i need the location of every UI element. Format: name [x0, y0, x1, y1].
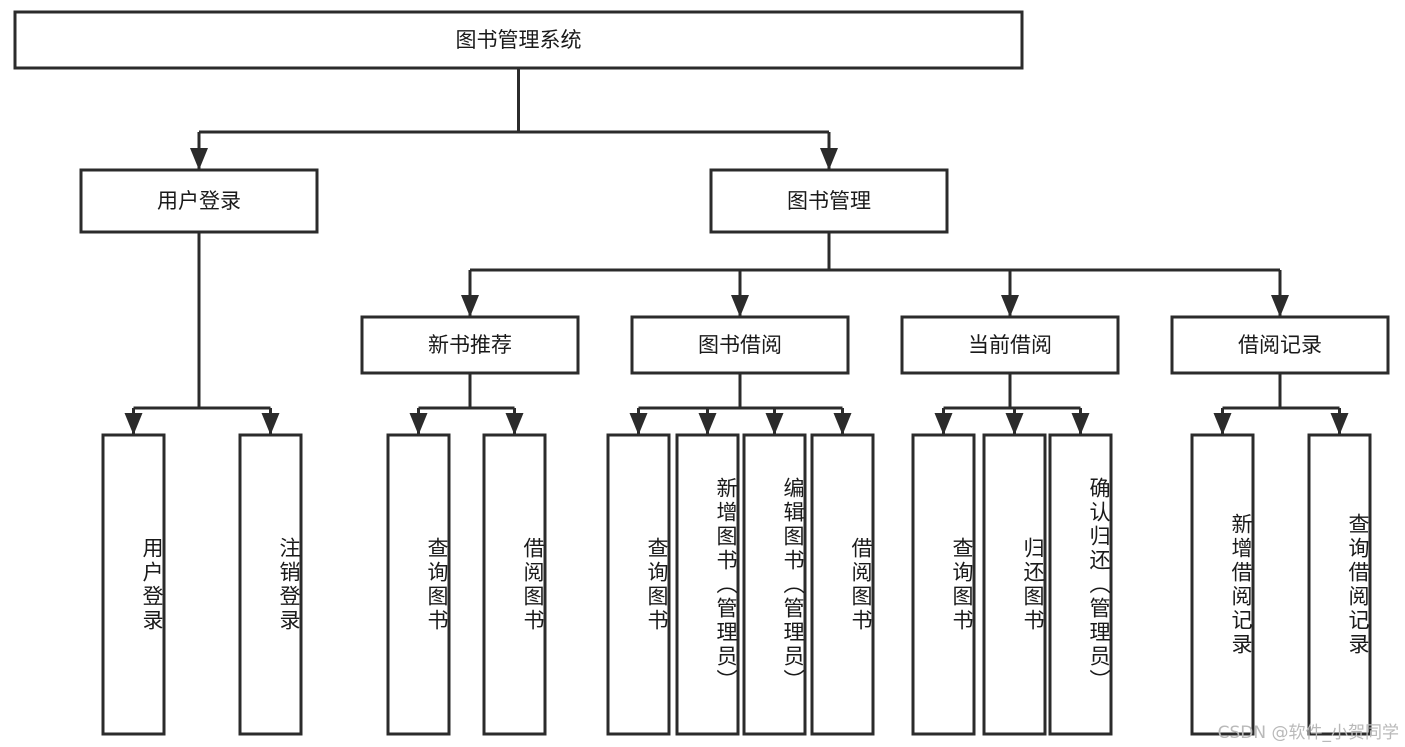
arrow-head-icon-user-login	[190, 148, 208, 170]
node-box-leaf-borrow-book-2[interactable]	[810, 433, 875, 736]
arrow-head-icon-leaf-query-record	[1330, 413, 1349, 435]
arrow-head-icon-leaf-user-login	[124, 413, 143, 435]
arrow-head-icon-leaf-logout	[261, 413, 280, 435]
arrow-head-icon-leaf-add-book	[698, 413, 717, 435]
node-box-user-login[interactable]	[79, 168, 319, 234]
arrow-head-icon-leaf-borrow-book-1	[505, 413, 524, 435]
arrow-head-icon-leaf-edit-book	[765, 413, 784, 435]
node-box-leaf-query-book-3[interactable]	[911, 433, 976, 736]
arrow-head-icon-new-book-recommend	[461, 295, 479, 317]
node-label-borrow-record: 借阅记录	[1238, 333, 1322, 357]
node-box-leaf-query-book-1[interactable]	[386, 433, 451, 736]
arrow-head-icon-book-manage	[820, 148, 838, 170]
node-box-leaf-edit-book[interactable]	[742, 433, 807, 736]
node-box-book-borrow[interactable]	[630, 315, 850, 375]
watermark: CSDN @软件_小贺同学	[1217, 723, 1399, 743]
node-box-leaf-query-record[interactable]	[1307, 433, 1372, 736]
connectors-layer	[124, 68, 1349, 435]
arrow-head-icon-book-borrow	[731, 295, 749, 317]
node-box-current-borrow[interactable]	[900, 315, 1120, 375]
node-box-leaf-logout[interactable]	[238, 433, 303, 736]
arrow-head-icon-leaf-query-book-3	[934, 413, 953, 435]
node-label-current-borrow: 当前借阅	[968, 333, 1052, 357]
node-label-book-borrow: 图书借阅	[698, 333, 782, 357]
arrow-head-icon-current-borrow	[1001, 295, 1019, 317]
node-box-leaf-return-book[interactable]	[982, 433, 1047, 736]
node-label-root: 图书管理系统	[456, 28, 582, 52]
node-box-leaf-borrow-book-1[interactable]	[482, 433, 547, 736]
node-box-root[interactable]	[13, 10, 1024, 70]
arrow-head-icon-leaf-query-book-2	[629, 413, 648, 435]
arrow-head-icon-leaf-borrow-book-2	[833, 413, 852, 435]
node-box-leaf-query-book-2[interactable]	[606, 433, 671, 736]
arrow-head-icon-leaf-add-record	[1213, 413, 1232, 435]
node-box-borrow-record[interactable]	[1170, 315, 1390, 375]
node-box-leaf-add-book[interactable]	[675, 433, 740, 736]
node-box-new-book-recommend[interactable]	[360, 315, 580, 375]
node-box-leaf-add-record[interactable]	[1190, 433, 1255, 736]
arrow-head-icon-leaf-confirm-return	[1071, 413, 1090, 435]
node-box-leaf-confirm-return[interactable]	[1048, 433, 1113, 736]
arrow-head-icon-leaf-return-book	[1005, 413, 1024, 435]
node-label-new-book-recommend: 新书推荐	[428, 333, 512, 357]
node-label-user-login: 用户登录	[157, 189, 241, 213]
boxes-layer	[13, 10, 1390, 736]
node-label-book-manage: 图书管理	[787, 189, 871, 213]
arrow-head-icon-borrow-record	[1271, 295, 1289, 317]
node-box-book-manage[interactable]	[709, 168, 949, 234]
arrow-head-icon-leaf-query-book-1	[409, 413, 428, 435]
node-box-leaf-user-login[interactable]	[101, 433, 166, 736]
